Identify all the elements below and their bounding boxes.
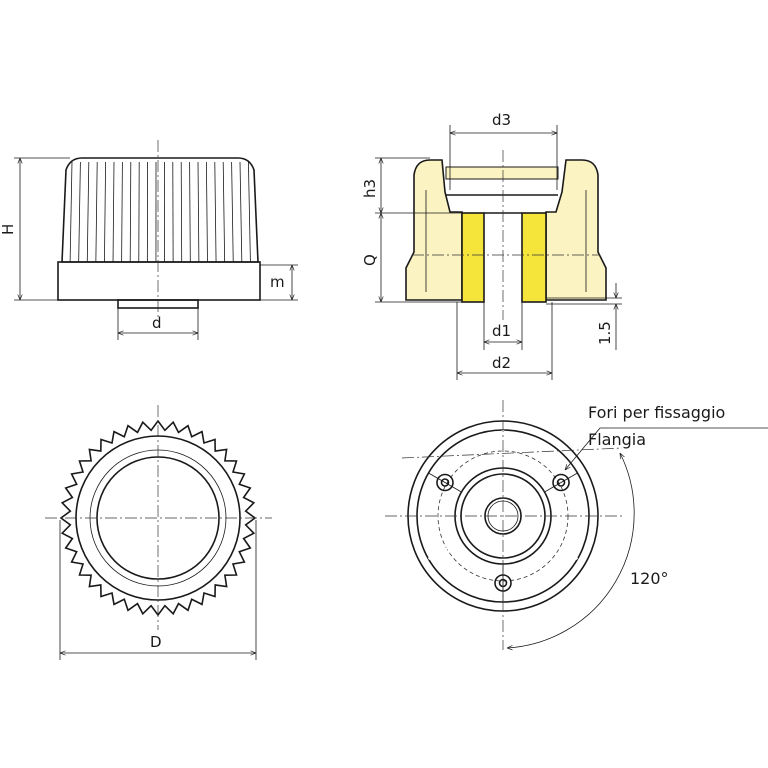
knurl-rib [112,161,115,263]
knurl-rib [69,161,73,263]
top-view: D [45,405,272,660]
dim-Q: Q [361,254,379,266]
fixing-hole [436,473,454,492]
knurl-rib [239,161,243,263]
knurl-rib [222,161,226,263]
bottom-view: Fori per fissaggio Flangia 120° [385,400,768,650]
dim-d1: d1 [492,322,511,340]
fixing-hole-bore [440,478,450,487]
knurl-rib [180,161,183,263]
knurl-rib [95,161,98,263]
callout-flange: Flangia [588,430,646,449]
dim-D: D [150,633,162,651]
knurl-rib [197,161,200,263]
dim-1.5: 1.5 [596,321,614,345]
knurl-rib [104,161,106,263]
dim-H: H [0,224,17,235]
section-view: d3 h3 Q d1 d2 1.5 [361,111,622,380]
dim-d: d [152,314,162,332]
side-view: H m d [0,140,298,340]
dim-m: m [270,273,285,291]
knurl-rib [231,161,234,263]
dim-d3: d3 [492,111,511,129]
knurl-rib [86,161,90,263]
callout-holes: Fori per fissaggio [588,403,725,422]
knurl-rib [189,161,191,263]
rib-inner [427,538,463,561]
rib-inner [543,538,579,561]
knurl-rib [214,161,217,263]
knurl-rib [248,161,251,263]
knurl-rib [78,161,81,263]
knurl-rib [121,161,123,263]
knurl-rib [206,161,208,263]
hole-rib [428,472,462,493]
dim-d2: d2 [492,354,511,372]
knurl-rib [129,161,132,263]
angle-label: 120° [630,569,669,588]
dim-h3: h3 [361,179,379,198]
hole-rib [544,472,578,493]
